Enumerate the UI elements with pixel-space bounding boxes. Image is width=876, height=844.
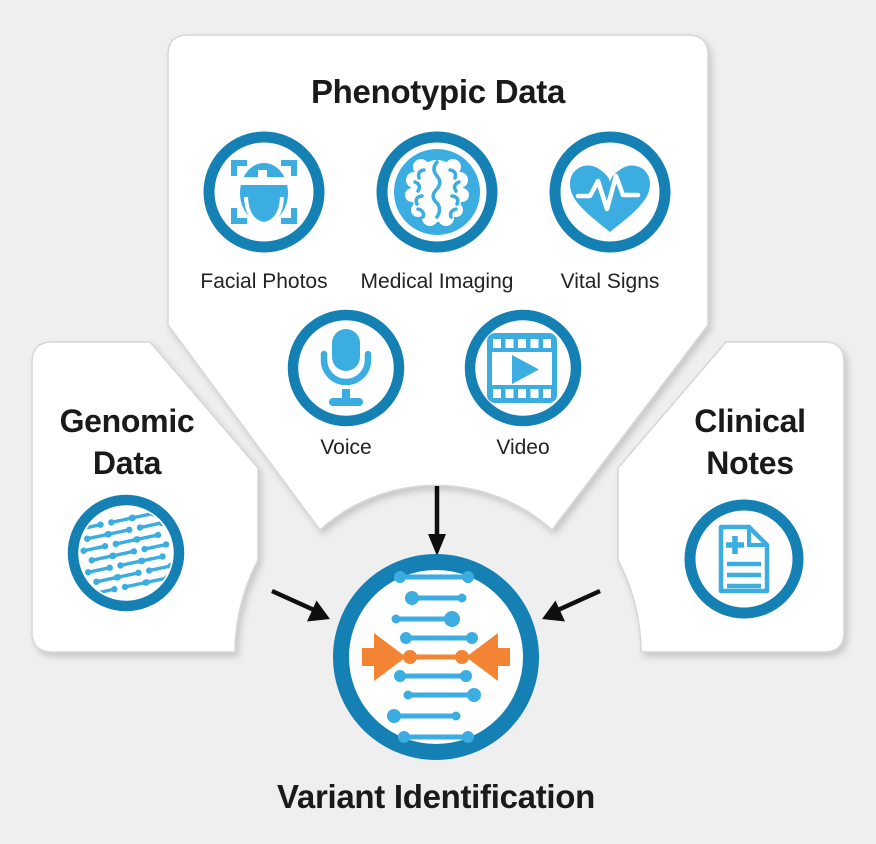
variant-identification-title: Variant Identification [277,778,595,815]
dna-ladder [387,571,481,743]
dna-variant-icon [333,554,539,760]
microphone-icon [287,309,405,427]
genomic-title-line1: Genomic [59,403,195,439]
face-scan-icon [203,131,325,253]
film-strip-icon [464,309,582,427]
variant-highlight-arrows [362,633,510,681]
heart-pulse-icon [549,131,671,253]
label-voice: Voice [320,436,372,459]
label-medical-imaging: Medical Imaging [360,270,514,293]
arrow-phenotypic-to-variant [428,486,446,556]
arrow-genomic-to-variant [271,588,330,622]
genomic-title-line2: Data [92,445,162,481]
dna-icon [67,494,185,612]
label-video: Video [496,436,550,459]
clinical-title: Clinical Notes [650,400,850,484]
brain-icon [376,131,498,253]
label-facial-photos: Facial Photos [200,270,328,293]
clinical-title-line1: Clinical [694,403,806,439]
phenotypic-title: Phenotypic Data [310,73,566,110]
label-vital-signs: Vital Signs [560,270,660,293]
clinical-title-line2: Notes [706,445,794,481]
medical-document-icon [684,499,804,619]
arrow-clinical-to-variant [542,588,601,622]
genomic-title: Genomic Data [27,400,227,484]
